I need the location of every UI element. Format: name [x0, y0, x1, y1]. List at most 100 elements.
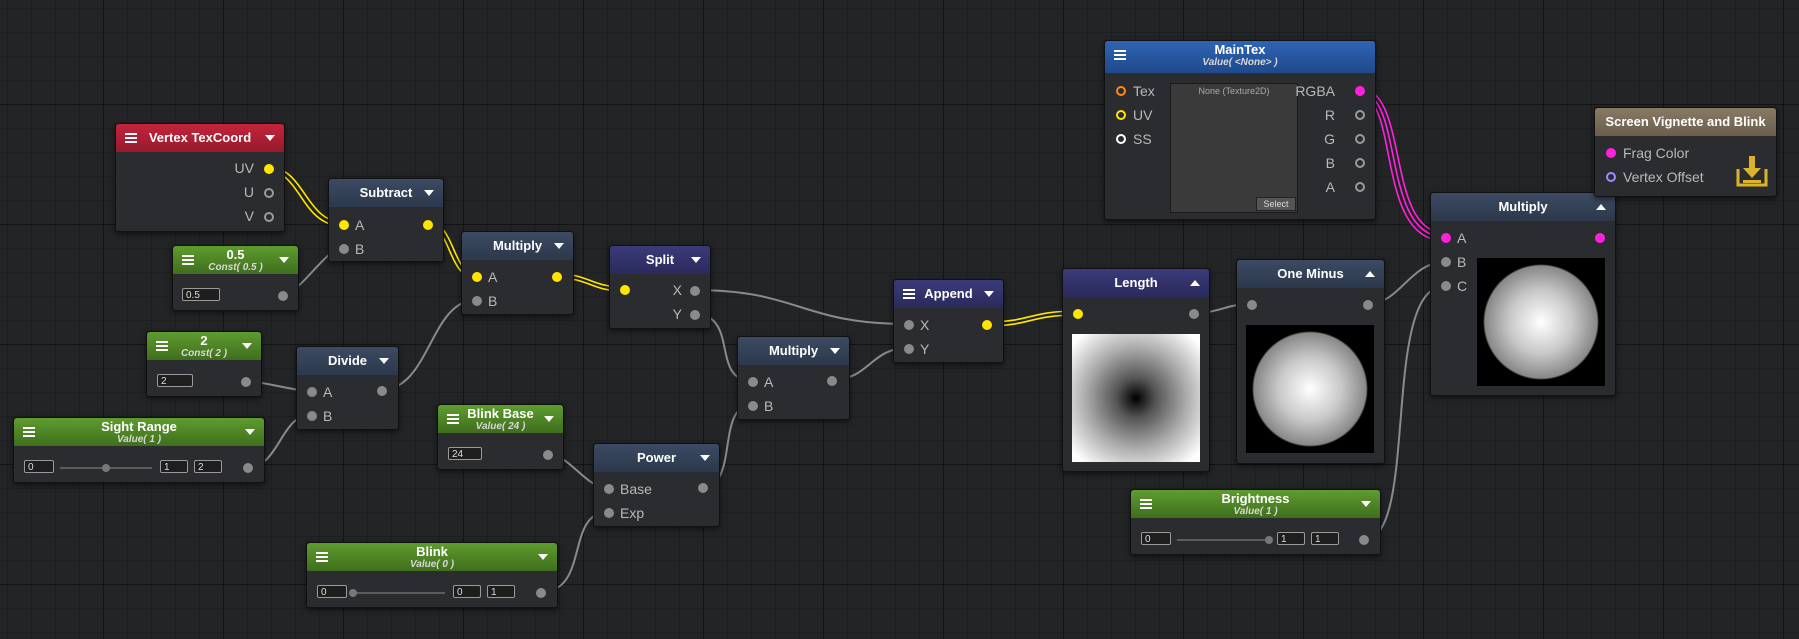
blink-header[interactable]: Blink Value( 0 ): [307, 543, 557, 571]
power-node[interactable]: Power Base Exp: [593, 443, 720, 527]
output-port[interactable]: [698, 483, 708, 493]
multiply-1-node[interactable]: Multiply A B: [461, 231, 574, 315]
output-port[interactable]: [982, 320, 992, 330]
output-port-uv[interactable]: [264, 164, 274, 174]
one-minus-header[interactable]: One Minus: [1237, 260, 1384, 288]
input-port-a[interactable]: [339, 220, 349, 230]
value-field[interactable]: 1: [160, 460, 188, 473]
output-port[interactable]: [423, 220, 433, 230]
chevron-down-icon[interactable]: [379, 358, 389, 364]
input-port[interactable]: [1073, 309, 1083, 319]
input-port-a[interactable]: [1441, 233, 1451, 243]
output-port-y[interactable]: [690, 310, 700, 320]
input-port-base[interactable]: [604, 484, 614, 494]
split-node[interactable]: Split X Y: [609, 245, 711, 329]
power-header[interactable]: Power: [594, 444, 719, 472]
input-port-uv[interactable]: [1116, 110, 1126, 120]
const-two-header[interactable]: 2 Const( 2 ): [147, 332, 261, 360]
value-slider-thumb[interactable]: [349, 589, 357, 597]
output-port-x[interactable]: [690, 286, 700, 296]
append-node[interactable]: Append X Y: [893, 279, 1004, 363]
output-port-r[interactable]: [1355, 110, 1365, 120]
input-port-c[interactable]: [1441, 281, 1451, 291]
chevron-up-icon[interactable]: [1596, 204, 1606, 210]
chevron-down-icon[interactable]: [700, 455, 710, 461]
chevron-down-icon[interactable]: [242, 343, 252, 349]
chevron-down-icon[interactable]: [279, 257, 289, 263]
input-port-b[interactable]: [339, 244, 349, 254]
chevron-down-icon[interactable]: [984, 291, 994, 297]
input-port-x[interactable]: [904, 320, 914, 330]
divide-header[interactable]: Divide: [297, 347, 398, 375]
texture-slot[interactable]: None (Texture2D) Select: [1170, 83, 1298, 213]
input-port-b[interactable]: [748, 401, 758, 411]
chevron-up-icon[interactable]: [1190, 280, 1200, 286]
chevron-down-icon[interactable]: [830, 348, 840, 354]
hamburger-icon[interactable]: [23, 427, 35, 437]
hamburger-icon[interactable]: [156, 341, 168, 351]
chevron-down-icon[interactable]: [544, 416, 554, 422]
input-port-ss[interactable]: [1116, 134, 1126, 144]
output-port[interactable]: [1595, 233, 1605, 243]
hamburger-icon[interactable]: [1114, 50, 1126, 60]
input-port-a[interactable]: [748, 377, 758, 387]
input-port-y[interactable]: [904, 344, 914, 354]
blink-base-node[interactable]: Blink Base Value( 24 ) 24: [437, 404, 564, 470]
blink-base-header[interactable]: Blink Base Value( 24 ): [438, 405, 563, 433]
split-header[interactable]: Split: [610, 246, 710, 274]
output-port[interactable]: [377, 386, 387, 396]
output-port[interactable]: [1189, 309, 1199, 319]
subtract-header[interactable]: Subtract: [329, 179, 443, 207]
multiply-2-header[interactable]: Multiply: [738, 337, 849, 365]
chevron-down-icon[interactable]: [691, 257, 701, 263]
hamburger-icon[interactable]: [182, 255, 194, 265]
blink-node[interactable]: Blink Value( 0 ) 0 0 1: [306, 542, 558, 608]
const-half-node[interactable]: 0.5 Const( 0.5 ) 0.5: [172, 245, 299, 311]
hamburger-icon[interactable]: [447, 414, 459, 424]
vertex-texcoord-node[interactable]: Vertex TexCoord UV U V: [115, 123, 285, 232]
hamburger-icon[interactable]: [1140, 499, 1152, 509]
input-port[interactable]: [1247, 300, 1257, 310]
brightness-node[interactable]: Brightness Value( 1 ) 0 1 1: [1130, 489, 1381, 555]
output-port-g[interactable]: [1355, 134, 1365, 144]
value-slider-track[interactable]: [1177, 539, 1269, 541]
sight-range-header[interactable]: Sight Range Value( 1 ): [14, 418, 264, 446]
output-node[interactable]: Screen Vignette and Blink Frag Color Ver…: [1594, 107, 1777, 197]
length-header[interactable]: Length: [1063, 269, 1209, 297]
chevron-down-icon[interactable]: [554, 243, 564, 249]
output-port-b[interactable]: [1355, 158, 1365, 168]
value-field[interactable]: 2: [157, 374, 193, 387]
output-port-rgba[interactable]: [1355, 86, 1365, 96]
const-half-header[interactable]: 0.5 Const( 0.5 ): [173, 246, 298, 274]
divide-node[interactable]: Divide A B: [296, 346, 399, 430]
brightness-header[interactable]: Brightness Value( 1 ): [1131, 490, 1380, 518]
min-field[interactable]: 0: [1141, 532, 1171, 545]
output-header[interactable]: Screen Vignette and Blink: [1595, 108, 1776, 136]
main-tex-header[interactable]: MainTex Value( <None> ): [1105, 41, 1375, 73]
input-port-b[interactable]: [1441, 257, 1451, 267]
output-port[interactable]: [543, 450, 553, 460]
output-port[interactable]: [1363, 300, 1373, 310]
chevron-down-icon[interactable]: [424, 190, 434, 196]
value-slider-track[interactable]: [353, 592, 445, 594]
multiply-3-header[interactable]: Multiply: [1431, 193, 1615, 221]
output-port-v[interactable]: [264, 212, 274, 222]
output-port[interactable]: [241, 377, 251, 387]
value-slider-thumb[interactable]: [102, 464, 110, 472]
chevron-up-icon[interactable]: [1365, 271, 1375, 277]
chevron-down-icon[interactable]: [265, 135, 275, 141]
input-port-frag-color[interactable]: [1606, 148, 1616, 158]
subtract-node[interactable]: Subtract A B: [328, 178, 444, 262]
chevron-down-icon[interactable]: [245, 429, 255, 435]
max-field[interactable]: 1: [1311, 532, 1339, 545]
output-port[interactable]: [536, 588, 546, 598]
min-field[interactable]: 0: [24, 460, 54, 473]
length-node[interactable]: Length: [1062, 268, 1210, 472]
input-port-b[interactable]: [307, 411, 317, 421]
vertex-texcoord-header[interactable]: Vertex TexCoord: [116, 124, 284, 152]
chevron-down-icon[interactable]: [1361, 501, 1371, 507]
sight-range-node[interactable]: Sight Range Value( 1 ) 0 1 2: [13, 417, 265, 483]
value-field[interactable]: 0: [453, 585, 481, 598]
value-field[interactable]: 24: [448, 447, 482, 460]
value-slider-thumb[interactable]: [1265, 536, 1273, 544]
